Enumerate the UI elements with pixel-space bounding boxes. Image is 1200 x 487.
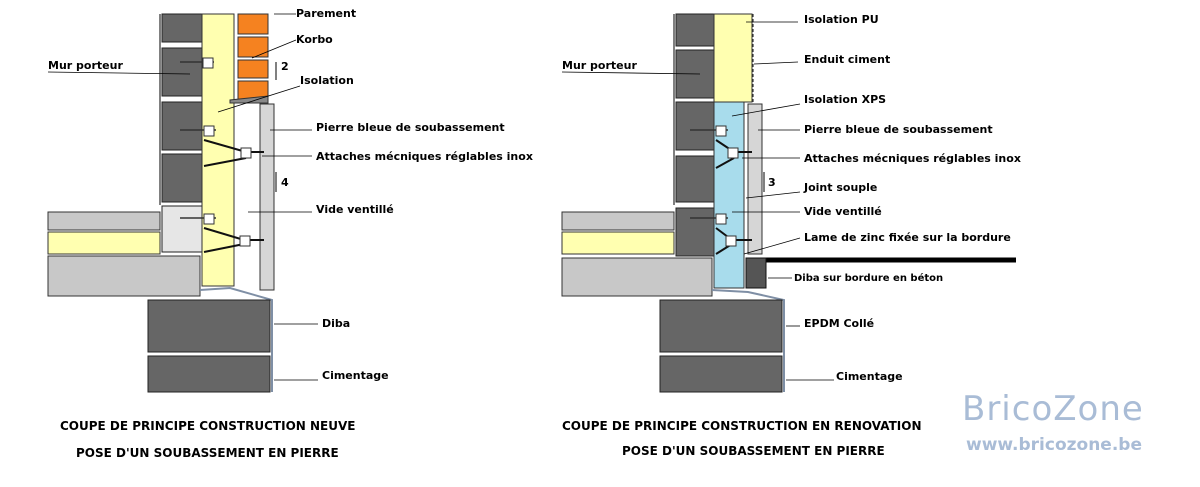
left-section: Parement Korbo Mur porteur Isolation Pie… — [47, 7, 533, 460]
left-leader — [251, 39, 297, 59]
right-floor-insulation — [561, 231, 675, 255]
right-floor-finish — [561, 211, 675, 231]
left-floor-insulation — [47, 231, 161, 255]
left-brick — [237, 59, 269, 79]
right-anchor-plate — [715, 213, 727, 225]
left-anchor-plate — [202, 57, 214, 69]
dimension-4: 4 — [281, 176, 289, 189]
right-anchor-plate — [727, 147, 739, 159]
left-stone-panel — [259, 103, 275, 291]
label-joint-souple: Joint souple — [803, 181, 877, 194]
left-anchor-plate — [239, 235, 251, 247]
right-insulation-pu — [713, 13, 753, 103]
right-stone-panel — [747, 103, 763, 255]
right-leader — [753, 61, 799, 65]
left-foundation-slab — [47, 255, 201, 297]
right-epdm — [711, 289, 785, 392]
left-caption-line1: COUPE DE PRINCIPE CONSTRUCTION NEUVE — [60, 419, 355, 433]
watermark-url: www.bricozone.be — [966, 435, 1142, 455]
label-isolation: Isolation — [300, 74, 354, 87]
left-foundation-block — [147, 299, 271, 353]
left-block — [161, 153, 203, 203]
label-diba-bordure: Diba sur bordure en béton — [794, 272, 943, 284]
label-attaches-right: Attaches mécniques réglables inox — [804, 152, 1021, 165]
right-block — [675, 155, 715, 203]
left-caption-line2: POSE D'UN SOUBASSEMENT EN PIERRE — [76, 446, 339, 460]
watermark-brand: BricoZone — [962, 389, 1144, 429]
left-foundation-block — [147, 355, 271, 393]
left-bracket — [203, 157, 247, 167]
label-epdm: EPDM Collé — [804, 317, 874, 330]
left-diba — [199, 286, 273, 392]
label-korbo: Korbo — [296, 33, 333, 46]
left-floor-finish — [47, 211, 161, 231]
right-foundation-slab — [561, 257, 713, 297]
right-leader — [561, 71, 701, 75]
label-cimentage: Cimentage — [322, 369, 389, 382]
right-leader — [731, 103, 801, 117]
label-vide-ventile: Vide ventillé — [316, 203, 394, 216]
right-leader — [743, 237, 801, 255]
label-diba: Diba — [322, 317, 350, 330]
right-bracket — [715, 157, 735, 169]
right-caption-line2: POSE D'UN SOUBASSEMENT EN PIERRE — [622, 444, 885, 458]
right-foundation-block — [659, 355, 783, 393]
right-caption-line1: COUPE DE PRINCIPE CONSTRUCTION EN RENOVA… — [562, 419, 921, 433]
left-block — [161, 101, 203, 151]
label-isolation-pu: Isolation PU — [804, 13, 879, 26]
left-leader — [217, 85, 301, 113]
left-anchor-plate — [240, 147, 252, 159]
label-isolation-xps: Isolation XPS — [804, 93, 886, 106]
label-pierre-bleue-right: Pierre bleue de soubassement — [804, 123, 993, 136]
left-brick — [237, 13, 269, 35]
right-concrete-border — [745, 257, 767, 289]
right-block — [675, 101, 715, 151]
label-lame-zinc: Lame de zinc fixée sur la bordure — [804, 231, 1011, 244]
label-cimentage-right: Cimentage — [836, 370, 903, 383]
label-mur-porteur-right: Mur porteur — [562, 59, 637, 72]
right-leader — [745, 191, 801, 199]
left-brick — [237, 36, 269, 58]
right-block — [675, 207, 715, 257]
left-anchor-plate — [203, 213, 215, 225]
right-block — [675, 13, 715, 47]
dimension-3: 3 — [768, 176, 776, 189]
right-section: Isolation PU Mur porteur Enduit ciment I… — [561, 13, 1021, 458]
label-pierre-bleue: Pierre bleue de soubassement — [316, 121, 505, 134]
right-foundation-block — [659, 299, 783, 353]
left-insulation — [201, 13, 235, 287]
label-parement: Parement — [296, 7, 356, 20]
label-attaches: Attaches mécniques réglables inox — [316, 150, 533, 163]
right-anchor-plate — [715, 125, 727, 137]
label-enduit-ciment: Enduit ciment — [804, 53, 890, 66]
left-block-light — [161, 205, 203, 253]
label-vide-ventile-right: Vide ventillé — [804, 205, 882, 218]
left-bracket — [203, 243, 245, 253]
label-mur-porteur: Mur porteur — [48, 59, 123, 72]
left-block — [161, 13, 203, 43]
right-anchor-plate — [725, 235, 737, 247]
dimension-2: 2 — [281, 60, 289, 73]
left-leader — [47, 71, 191, 75]
left-anchor-plate — [203, 125, 215, 137]
left-block — [161, 47, 203, 97]
